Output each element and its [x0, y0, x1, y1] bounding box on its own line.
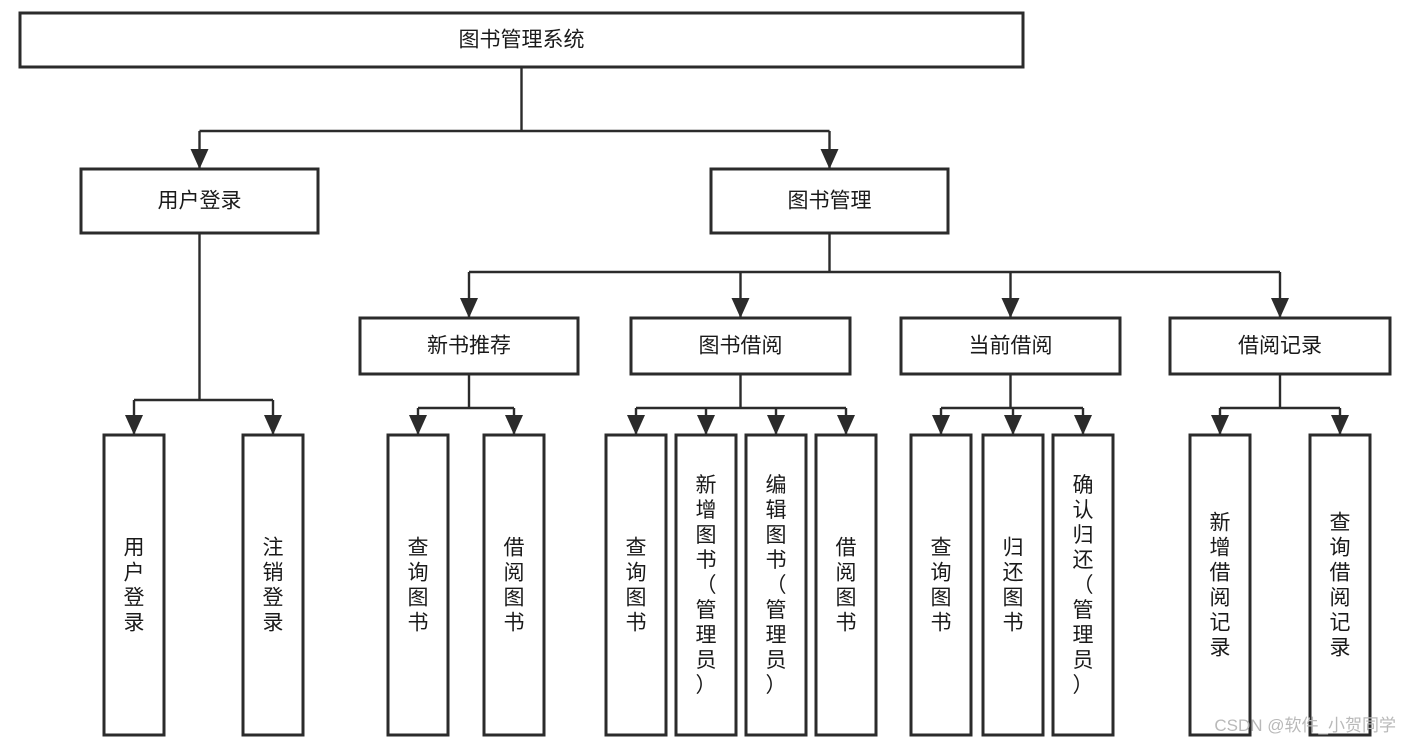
node-leaf-8[interactable]: 查询图书: [909, 433, 973, 737]
node-level2-0-label: 用户登录: [158, 190, 242, 213]
node-level2-1-label: 图书管理: [788, 190, 872, 213]
node-level3-1-box: [629, 316, 852, 376]
node-leaf-6-label: 编辑图书（管理员）: [766, 474, 787, 697]
node-leaf-1[interactable]: 注销登录: [241, 433, 305, 737]
node-leaf-5[interactable]: 新增图书（管理员）: [674, 433, 738, 737]
node-leaf-10[interactable]: 确认归还（管理员）: [1051, 433, 1115, 737]
node-leaf-12-label: 查询借阅记录: [1330, 512, 1351, 660]
node-leaf-6[interactable]: 编辑图书（管理员）: [744, 433, 808, 737]
node-leaf-4-box: [604, 433, 668, 737]
node-leaf-10-box: [1051, 433, 1115, 737]
node-level3-0-label: 新书推荐: [427, 335, 511, 358]
connector-layer: [125, 67, 1349, 435]
node-leaf-7[interactable]: 借阅图书: [814, 433, 878, 737]
node-level3-2[interactable]: 当前借阅: [899, 316, 1122, 376]
node-level3-2-label: 当前借阅: [969, 335, 1053, 358]
new-book-rec-to-leaves-arrow: [505, 415, 523, 435]
node-level3-3[interactable]: 借阅记录: [1168, 316, 1392, 376]
node-level3-1[interactable]: 图书借阅: [629, 316, 852, 376]
node-leaf-1-label: 注销登录: [263, 537, 284, 635]
node-leaf-3-label: 借阅图书: [504, 537, 525, 635]
node-leaf-2-box: [386, 433, 450, 737]
node-leaf-0[interactable]: 用户登录: [102, 433, 166, 737]
node-leaf-2[interactable]: 查询图书: [386, 433, 450, 737]
node-leaf-0-box: [102, 433, 166, 737]
node-leaf-9-box: [981, 433, 1045, 737]
book-manage-to-level3-arrow: [460, 298, 478, 318]
node-level2-0[interactable]: 用户登录: [79, 167, 320, 235]
node-leaf-3-box: [482, 433, 546, 737]
current-borrow-to-leaves-arrow: [932, 415, 950, 435]
borrow-record-to-leaves-arrow: [1211, 415, 1229, 435]
new-book-rec-to-leaves-arrow: [409, 415, 427, 435]
node-leaf-11-label: 新增借阅记录: [1210, 512, 1231, 660]
node-root[interactable]: 图书管理系统: [18, 11, 1025, 69]
book-manage-to-level3-arrow: [1271, 298, 1289, 318]
node-level3-3-label: 借阅记录: [1238, 335, 1322, 358]
node-level2-0-box: [79, 167, 320, 235]
root-to-level2-arrow: [190, 149, 209, 169]
node-level3-0-box: [358, 316, 580, 376]
node-leaf-9-label: 归还图书: [1003, 537, 1024, 635]
node-leaf-12[interactable]: 查询借阅记录: [1308, 433, 1372, 737]
node-layer: 图书管理系统用户登录图书管理新书推荐图书借阅当前借阅借阅记录用户登录注销登录查询…: [18, 11, 1392, 737]
node-root-label: 图书管理系统: [459, 29, 585, 52]
node-level3-1-label: 图书借阅: [699, 335, 783, 358]
book-borrow-to-leaves-arrow: [837, 415, 855, 435]
node-leaf-0-label: 用户登录: [124, 537, 145, 635]
node-leaf-8-label: 查询图书: [931, 537, 952, 635]
node-leaf-10-label: 确认归还（管理员）: [1073, 474, 1094, 697]
node-leaf-6-box: [744, 433, 808, 737]
node-level2-1[interactable]: 图书管理: [709, 167, 950, 235]
node-leaf-5-label: 新增图书（管理员）: [696, 474, 717, 697]
node-leaf-3[interactable]: 借阅图书: [482, 433, 546, 737]
node-leaf-7-label: 借阅图书: [836, 537, 857, 635]
node-leaf-7-box: [814, 433, 878, 737]
node-leaf-2-label: 查询图书: [408, 537, 429, 635]
node-leaf-11[interactable]: 新增借阅记录: [1188, 433, 1252, 737]
node-leaf-8-box: [909, 433, 973, 737]
csdn-watermark: CSDN @软件_小贺同学: [1214, 716, 1396, 735]
book-borrow-to-leaves-arrow: [627, 415, 645, 435]
user-login-to-leaves-arrow: [264, 415, 282, 435]
node-level2-1-box: [709, 167, 950, 235]
user-login-to-leaves-arrow: [125, 415, 143, 435]
node-leaf-11-box: [1188, 433, 1252, 737]
node-leaf-4[interactable]: 查询图书: [604, 433, 668, 737]
node-level3-0[interactable]: 新书推荐: [358, 316, 580, 376]
book-borrow-to-leaves-arrow: [767, 415, 785, 435]
current-borrow-to-leaves-arrow: [1004, 415, 1022, 435]
node-leaf-4-label: 查询图书: [626, 537, 647, 635]
node-root-box: [18, 11, 1025, 69]
root-to-level2-arrow: [820, 149, 839, 169]
book-manage-to-level3-arrow: [1001, 298, 1020, 318]
node-leaf-9[interactable]: 归还图书: [981, 433, 1045, 737]
node-level3-2-box: [899, 316, 1122, 376]
node-leaf-5-box: [674, 433, 738, 737]
book-manage-to-level3-arrow: [731, 298, 750, 318]
book-borrow-to-leaves-arrow: [697, 415, 715, 435]
node-level3-3-box: [1168, 316, 1392, 376]
node-leaf-1-box: [241, 433, 305, 737]
current-borrow-to-leaves-arrow: [1074, 415, 1092, 435]
node-leaf-12-box: [1308, 433, 1372, 737]
borrow-record-to-leaves-arrow: [1331, 415, 1349, 435]
